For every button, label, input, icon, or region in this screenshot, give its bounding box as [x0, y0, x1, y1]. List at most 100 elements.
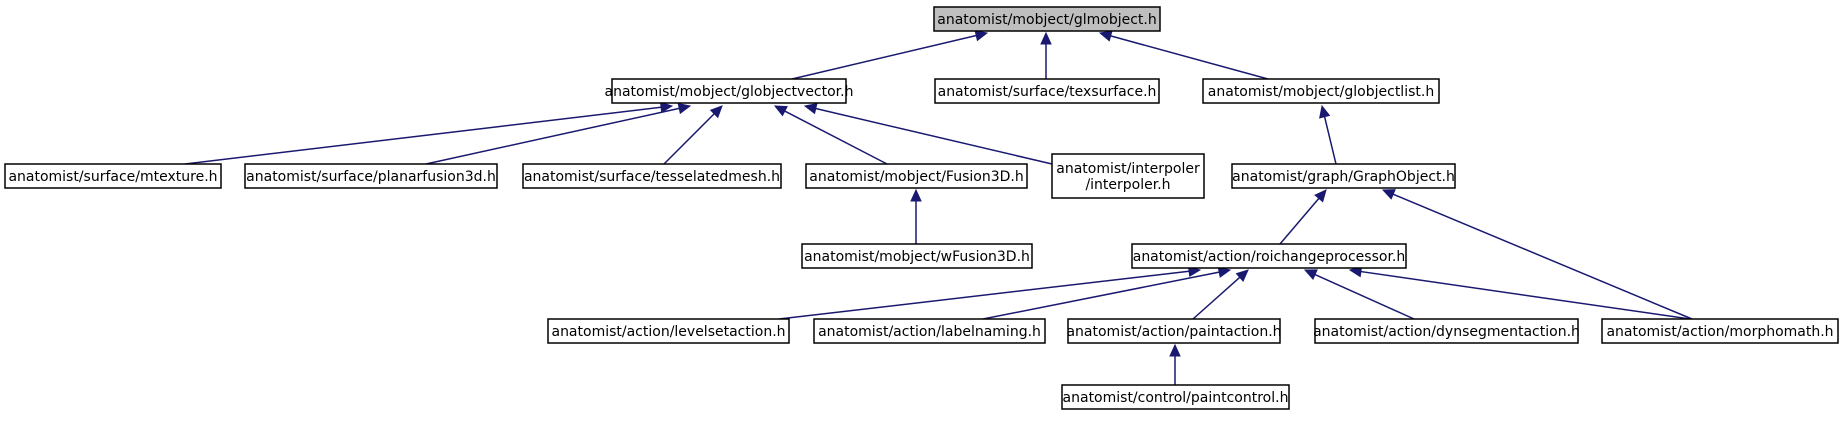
node-labelnaming[interactable]: anatomist/action/labelnaming.h	[813, 318, 1046, 344]
node-box	[934, 78, 1160, 104]
node-box	[4, 163, 222, 189]
edge-globjectlist-to-glmobject	[1098, 30, 1269, 80]
node-box	[244, 163, 498, 189]
edge-line	[1110, 35, 1269, 80]
node-box	[611, 78, 847, 104]
node-texsurface[interactable]: anatomist/surface/texsurface.h	[934, 78, 1160, 104]
node-box	[813, 318, 1046, 344]
node-paintaction[interactable]: anatomist/action/paintaction.h	[1066, 318, 1282, 344]
edges-layer	[184, 30, 1693, 385]
edge-interpoler-to-globjectvector	[803, 102, 1053, 165]
node-box	[1231, 163, 1456, 189]
node-box	[1131, 243, 1407, 269]
edge-line	[784, 110, 888, 165]
node-box	[1601, 318, 1839, 344]
arrowhead-icon	[910, 188, 922, 202]
edge-levelsetaction-to-roichangeprocessor	[778, 265, 1202, 320]
node-glmobject: anatomist/mobject/glmobject.h	[933, 6, 1161, 32]
node-interpoler[interactable]: anatomist/interpoler/interpoler.h	[1051, 153, 1205, 199]
node-levelsetaction[interactable]: anatomist/action/levelsetaction.h	[547, 318, 790, 344]
edge-planarfusion3d-to-globjectvector	[425, 102, 692, 165]
node-label: anatomist/surface/texsurface.h	[938, 84, 1157, 100]
node-globjectlist[interactable]: anatomist/mobject/globjectlist.h	[1202, 78, 1440, 104]
arrowhead-icon	[1314, 189, 1327, 203]
edge-line	[1279, 197, 1320, 245]
node-label: anatomist/mobject/Fusion3D.h	[809, 169, 1023, 185]
edge-line	[184, 106, 662, 165]
node-label: anatomist/surface/planarfusion3d.h	[246, 169, 496, 185]
node-box	[522, 163, 782, 189]
node-label: anatomist/mobject/glmobject.h	[937, 12, 1157, 28]
node-label: anatomist/action/paintaction.h	[1066, 324, 1281, 340]
edge-line	[663, 113, 715, 165]
node-label: anatomist/mobject/globjectlist.h	[1208, 84, 1434, 100]
node-box	[1314, 318, 1579, 344]
arrowhead-icon	[803, 102, 818, 115]
edge-line	[982, 271, 1220, 320]
arrowhead-icon	[1040, 31, 1052, 45]
arrowhead-icon	[1381, 189, 1396, 200]
node-box	[1051, 153, 1205, 199]
edge-line	[1192, 276, 1241, 320]
node-box	[1067, 318, 1281, 344]
edge-roichangeprocessor-to-graphobject	[1279, 189, 1327, 245]
edge-line	[778, 270, 1190, 320]
node-label: anatomist/surface/tesselatedmesh.h	[524, 169, 780, 185]
edge-dynsegmentaction-to-roichangeprocessor	[1303, 269, 1415, 320]
node-globjectvector[interactable]: anatomist/mobject/globjectvector.h	[605, 78, 854, 104]
edge-wfusion3d-to-fusion3d	[910, 188, 922, 244]
arrowhead-icon	[1319, 104, 1331, 119]
node-box	[805, 163, 1028, 189]
arrowhead-icon	[677, 102, 692, 115]
edge-line	[1360, 270, 1691, 320]
edge-labelnaming-to-roichangeprocessor	[982, 266, 1232, 320]
edge-line	[425, 107, 680, 165]
node-label: anatomist/mobject/globjectvector.h	[605, 84, 854, 100]
node-mtexture[interactable]: anatomist/surface/mtexture.h	[4, 163, 222, 189]
node-roichangeprocessor[interactable]: anatomist/action/roichangeprocessor.h	[1131, 243, 1407, 269]
arrowhead-icon	[1169, 343, 1181, 357]
node-box	[547, 318, 790, 344]
edge-morphomath-to-roichangeprocessor	[1348, 265, 1691, 320]
node-wfusion3d[interactable]: anatomist/mobject/wFusion3D.h	[801, 243, 1033, 269]
node-paintcontrol[interactable]: anatomist/control/paintcontrol.h	[1061, 384, 1290, 410]
edge-fusion3d-to-globjectvector	[773, 105, 888, 165]
node-label: anatomist/mobject/wFusion3D.h	[804, 249, 1030, 265]
node-graphobject[interactable]: anatomist/graph/GraphObject.h	[1231, 163, 1456, 189]
edge-tesselatedmesh-to-globjectvector	[663, 105, 723, 165]
node-dynsegmentaction[interactable]: anatomist/action/dynsegmentaction.h	[1313, 318, 1580, 344]
arrowhead-icon	[1235, 269, 1249, 283]
edge-line	[815, 107, 1053, 165]
node-label: anatomist/interpoler	[1056, 161, 1200, 177]
node-box	[1202, 78, 1440, 104]
edge-paintcontrol-to-paintaction	[1169, 343, 1181, 385]
node-label: anatomist/action/labelnaming.h	[818, 324, 1041, 340]
edge-paintaction-to-roichangeprocessor	[1192, 269, 1249, 320]
arrowhead-icon	[773, 105, 788, 117]
node-box	[801, 243, 1033, 269]
arrowhead-icon	[1303, 269, 1318, 281]
edge-line	[1392, 193, 1693, 320]
edge-line	[791, 34, 977, 80]
edge-morphomath-to-graphobject	[1381, 189, 1693, 320]
node-label: anatomist/surface/mtexture.h	[8, 169, 217, 185]
arrowhead-icon	[974, 30, 989, 42]
arrowhead-icon	[1098, 30, 1113, 42]
node-label: anatomist/control/paintcontrol.h	[1063, 390, 1289, 406]
node-fusion3d[interactable]: anatomist/mobject/Fusion3D.h	[805, 163, 1028, 189]
node-tesselatedmesh[interactable]: anatomist/surface/tesselatedmesh.h	[522, 163, 782, 189]
node-planarfusion3d[interactable]: anatomist/surface/planarfusion3d.h	[244, 163, 498, 189]
edge-globjectvector-to-glmobject	[791, 30, 989, 80]
node-box	[933, 6, 1161, 32]
node-label: anatomist/action/dynsegmentaction.h	[1313, 324, 1580, 340]
edge-mtexture-to-globjectvector	[184, 101, 674, 165]
edge-line	[1314, 273, 1415, 320]
node-label: anatomist/graph/GraphObject.h	[1232, 169, 1455, 185]
node-label: anatomist/action/roichangeprocessor.h	[1133, 249, 1406, 265]
node-box	[1061, 384, 1290, 410]
node-label: /interpoler.h	[1085, 177, 1170, 193]
node-morphomath[interactable]: anatomist/action/morphomath.h	[1601, 318, 1839, 344]
arrowhead-icon	[659, 101, 674, 114]
edge-graphobject-to-globjectlist	[1319, 104, 1337, 165]
